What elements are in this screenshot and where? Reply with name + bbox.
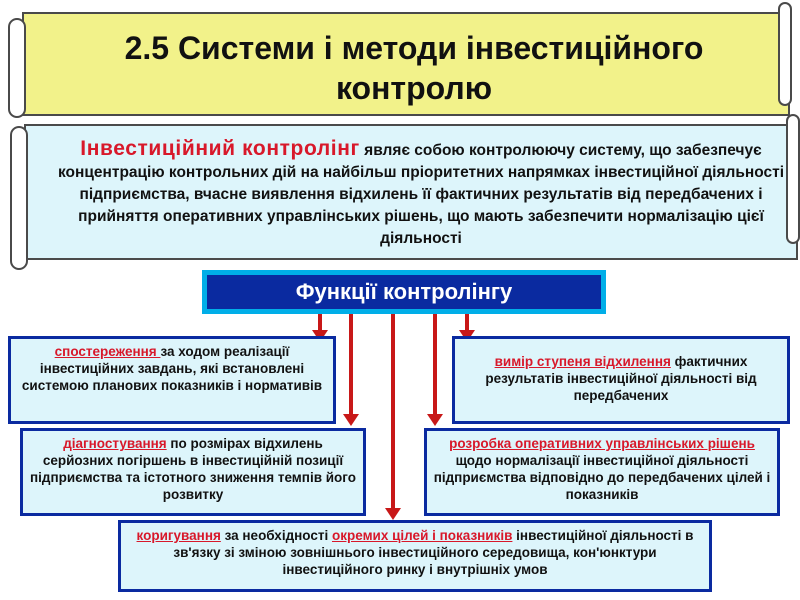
arrow-to-decisions [425,314,445,426]
definition-body: являє собою контролюючу систему, що забе… [57,142,785,247]
page-title: 2.5 Системи і методи інвестиційного конт… [124,30,704,106]
function-decisions: розробка оперативних управлінських рішен… [424,428,780,516]
function-measurement: вимір ступеня відхилення фактичних резул… [452,336,790,424]
scroll-curl-right [778,2,792,106]
arrow-to-correction [383,314,403,520]
functions-header: Функції контролінгу [202,270,606,314]
definition-text: Інвестиційний контролінг являє собою кон… [48,138,794,250]
function-correction: коригування за необхідності окремих ціле… [118,520,712,592]
correction-keyword-2: окремих цілей і показників [331,528,513,543]
observation-text: за ходом реалізації інвестиційних завдан… [21,344,323,393]
title-scroll: 2.5 Системи і методи інвестиційного конт… [8,2,792,118]
diagnostics-keyword: діагностування [63,436,167,451]
definition-curl-right [786,114,800,244]
observation-keyword: спостереження [54,344,161,359]
correction-keyword-1: коригування [136,528,221,543]
measurement-keyword: вимір ступеня відхилення [494,354,671,369]
arrow-to-diagnostics [341,314,361,426]
function-observation: спостереження за ходом реалізації інвест… [8,336,336,424]
correction-text-1: за необхідності [220,528,332,543]
function-diagnostics: діагностування по розмірах відхилень сер… [20,428,366,516]
decisions-text: щодо нормалізації інвестиційної діяльнос… [433,453,771,502]
definition-term: Інвестиційний контролінг [80,137,360,160]
title-scroll-body: 2.5 Системи і методи інвестиційного конт… [22,12,790,116]
diagnostics-text: по розмірах відхилень серйозних погіршен… [30,436,356,502]
measurement-text: фактичних результатів інвестиційної діял… [485,354,757,403]
functions-header-label: Функції контролінгу [207,275,601,309]
correction-text-2: інвестиційної діяльності в зв'язку зі зм… [173,528,694,577]
definition-panel: Інвестиційний контролінг являє собою кон… [24,124,798,260]
definition-curl-left [10,126,28,270]
scroll-curl-left [8,18,26,118]
decisions-keyword: розробка оперативних управлінських рішен… [449,436,755,451]
definition-scroll: Інвестиційний контролінг являє собою кон… [8,114,800,270]
